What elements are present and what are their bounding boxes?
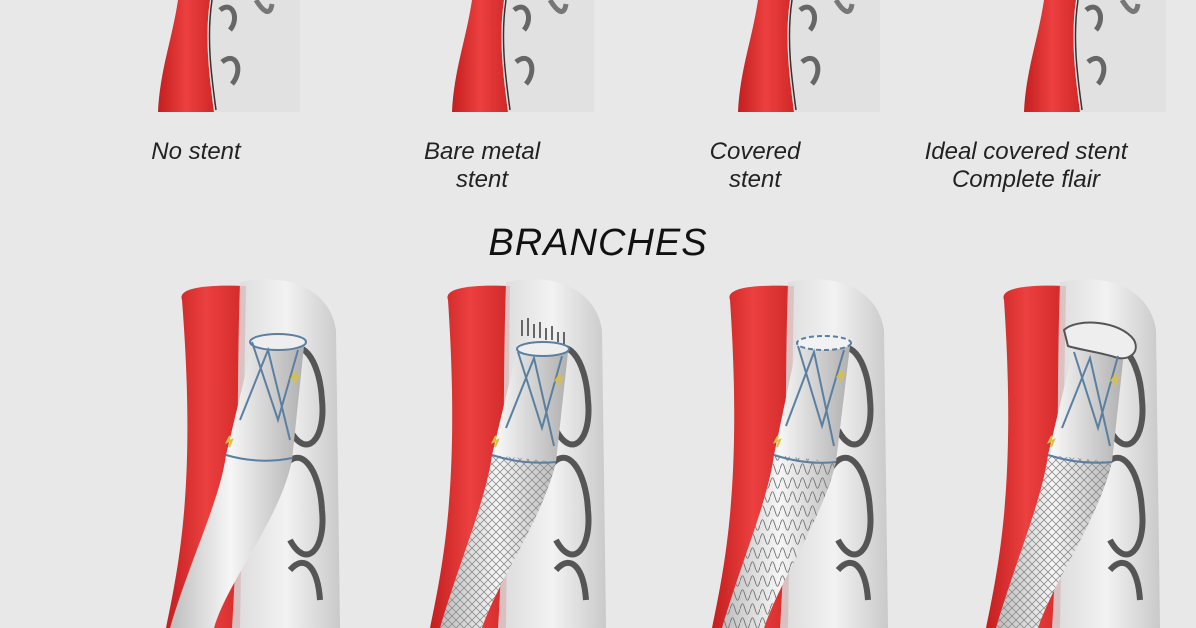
caption-line: No stent (151, 138, 241, 165)
caption-line: Covered (709, 138, 801, 165)
caption-line: stent (455, 166, 509, 193)
top-vessel-2 (452, 0, 594, 112)
top-vessel-1 (158, 0, 300, 112)
branch-illustration-no-stent (166, 279, 340, 628)
caption-ideal-covered-stent: Ideal covered stent Complete flair (888, 138, 1164, 194)
caption-line: stent (728, 166, 782, 193)
branch-illustration-covered-stent (712, 279, 888, 628)
caption-no-stent: No stent (96, 138, 296, 166)
section-title-branches: BRANCHES (488, 222, 708, 264)
caption-bare-metal-stent: Bare metal stent (372, 138, 592, 194)
caption-covered-stent: Covered stent (660, 138, 850, 194)
caption-line: Complete flair (951, 166, 1101, 193)
caption-line: Bare metal (423, 138, 541, 165)
caption-line: Ideal covered stent (924, 138, 1128, 165)
top-vessel-3 (738, 0, 880, 112)
branch-illustration-ideal-covered-stent (986, 279, 1160, 628)
branch-illustration-bare-metal-stent (430, 279, 606, 628)
top-vessel-4 (1024, 0, 1166, 112)
